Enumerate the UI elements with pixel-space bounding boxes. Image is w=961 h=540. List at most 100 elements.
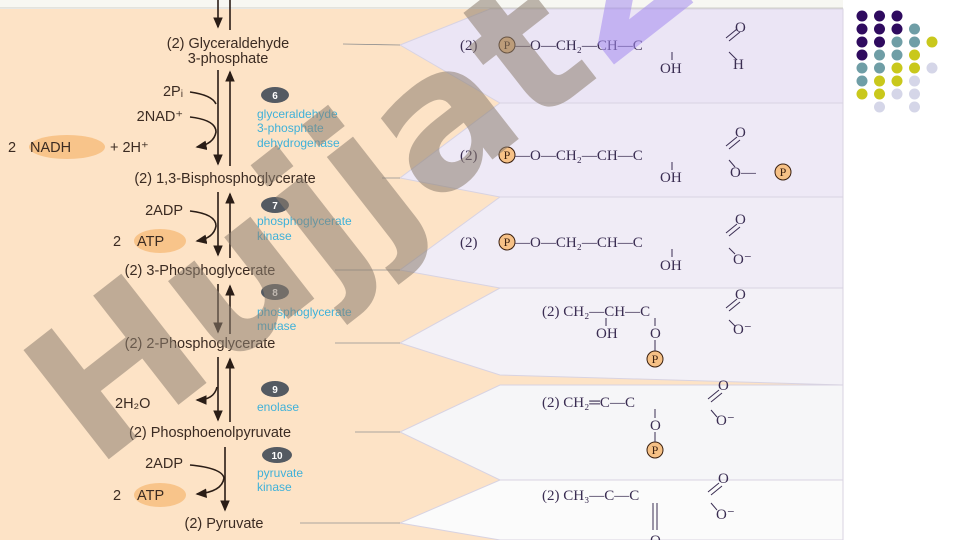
dot: [874, 23, 885, 35]
chain: (2) CH₃—C—C: [542, 488, 639, 504]
metabolite-2pg: (2) 2-Phosphoglycerate: [125, 336, 276, 352]
step-number: 8: [272, 288, 278, 299]
carbonyl-o: O: [718, 471, 729, 487]
phosphate-label: P: [780, 165, 787, 179]
metabolite-labels: (2) Glyceraldehyde 3-phosphate (2) 1,3-B…: [125, 36, 316, 532]
structure-5: (2) CH₂═C—C O O O⁻ P: [542, 378, 735, 459]
dot: [909, 75, 920, 87]
connectors: [300, 43, 401, 524]
enzyme-name: kinase: [257, 480, 292, 494]
metabolite-pep: (2) Phosphoenolpyruvate: [129, 425, 291, 441]
dot: [891, 10, 903, 22]
dot: [926, 36, 938, 48]
dot: [874, 36, 885, 48]
step-number: 7: [272, 201, 278, 212]
phosphate-icon: [498, 233, 516, 251]
dot: [856, 62, 868, 74]
reaction-arrows: [189, 0, 235, 512]
nadh-highlight: [29, 135, 105, 159]
enzyme-name: glyceraldehyde: [257, 107, 338, 121]
chain: —O—CH₂—CH—C: [514, 235, 643, 251]
step-number: 10: [271, 451, 283, 462]
cofactor-water: 2H₂O: [115, 396, 150, 412]
enzyme-name: phosphoglycerate: [257, 214, 352, 228]
top-strip: [0, 0, 843, 8]
cofactor-nadh: NADH: [30, 140, 71, 156]
coefficient: (2): [460, 148, 478, 164]
dot: [856, 10, 868, 22]
aldehyde-h: H: [733, 57, 744, 73]
cofactor-atp-prefix: 2: [113, 234, 121, 250]
phosphate-icon: [774, 163, 792, 181]
structure-1: (2) P —O—CH₂—CH—C O OH H: [460, 20, 746, 77]
steps: 6 glyceraldehyde 3-phosphate dehydrogena…: [257, 87, 352, 494]
dot: [891, 88, 903, 100]
coefficient: (2): [460, 235, 478, 251]
dot: [909, 49, 920, 61]
cofactor-atp: ATP: [137, 488, 164, 504]
atp-highlight: [134, 483, 186, 507]
dot: [874, 62, 885, 74]
dot: [891, 75, 903, 87]
cofactor-adp: 2ADP: [145, 456, 183, 472]
step-badge: [262, 447, 292, 463]
decorative-dot-grid: [856, 10, 938, 113]
metabolite-13bpg: (2) 1,3-Bisphosphoglycerate: [134, 171, 315, 187]
carboxylate-o: O⁻: [716, 507, 735, 523]
dot: [874, 88, 885, 100]
hydroxyl: OH: [660, 61, 682, 77]
chain: —O—CH₂—CH—C: [514, 38, 643, 54]
dot: [874, 101, 885, 113]
dot: [909, 101, 920, 113]
dot: [909, 23, 920, 35]
phosphate-label: P: [504, 38, 511, 52]
carbonyl-o: O: [735, 20, 746, 36]
cofactor-nad: 2NAD⁺: [137, 109, 183, 125]
cofactor-atp-prefix: 2: [113, 488, 121, 504]
phosphate-icon: [498, 36, 516, 54]
hydroxyl: OH: [596, 326, 618, 342]
metabolite-pyruvate: (2) Pyruvate: [185, 516, 264, 532]
cofactor-adp: 2ADP: [145, 203, 183, 219]
dot: [856, 88, 868, 100]
structure-2: (2) P —O—CH₂—CH—C O OH O— P: [460, 125, 792, 186]
dot: [891, 62, 903, 74]
panel-4: [398, 287, 844, 386]
carbonyl-o: O: [718, 378, 729, 394]
chain: —O—CH₂—CH—C: [514, 148, 643, 164]
dot: [909, 36, 920, 48]
phosphate-label: P: [652, 352, 659, 366]
dot: [856, 75, 868, 87]
enzyme-name: mutase: [257, 319, 297, 333]
dot: [856, 49, 868, 61]
cofactor-h: + 2H⁺: [110, 140, 149, 156]
coefficient: (2): [460, 38, 478, 54]
phosphate-label: P: [504, 235, 511, 249]
step-badge: [261, 284, 289, 300]
enzyme-name: phosphoglycerate: [257, 305, 352, 319]
phosphate-label: P: [504, 148, 511, 162]
carboxylate-o: O⁻: [716, 413, 735, 429]
carboxylate-o: O⁻: [733, 252, 752, 268]
dot: [874, 49, 885, 61]
ester-o: O—: [730, 165, 757, 181]
dot: [891, 49, 903, 61]
carboxylate-o: O⁻: [733, 322, 752, 338]
atp-highlight: [134, 229, 186, 253]
dot: [891, 36, 903, 48]
cofactors: 2Pᵢ 2NAD⁺ 2 NADH + 2H⁺ 2ADP 2 ATP 2H₂O 2…: [8, 84, 183, 504]
structure-6: (2) CH₃—C—C O O O⁻: [542, 471, 735, 540]
cofactor-nadh-prefix: 2: [8, 140, 16, 156]
chain: (2) CH₂—CH—C: [542, 304, 650, 320]
metabolite-3pg: (2) 3-Phosphoglycerate: [125, 263, 276, 279]
enzyme-name: 3-phosphate: [257, 121, 324, 135]
carbonyl-o: O: [735, 125, 746, 141]
carbonyl-o: O: [735, 287, 746, 303]
hydroxyl: OH: [660, 170, 682, 186]
dot: [909, 88, 920, 100]
chain: (2) CH₂═C—C: [542, 395, 635, 411]
enzyme-name: kinase: [257, 229, 292, 243]
step-number: 9: [272, 385, 278, 396]
